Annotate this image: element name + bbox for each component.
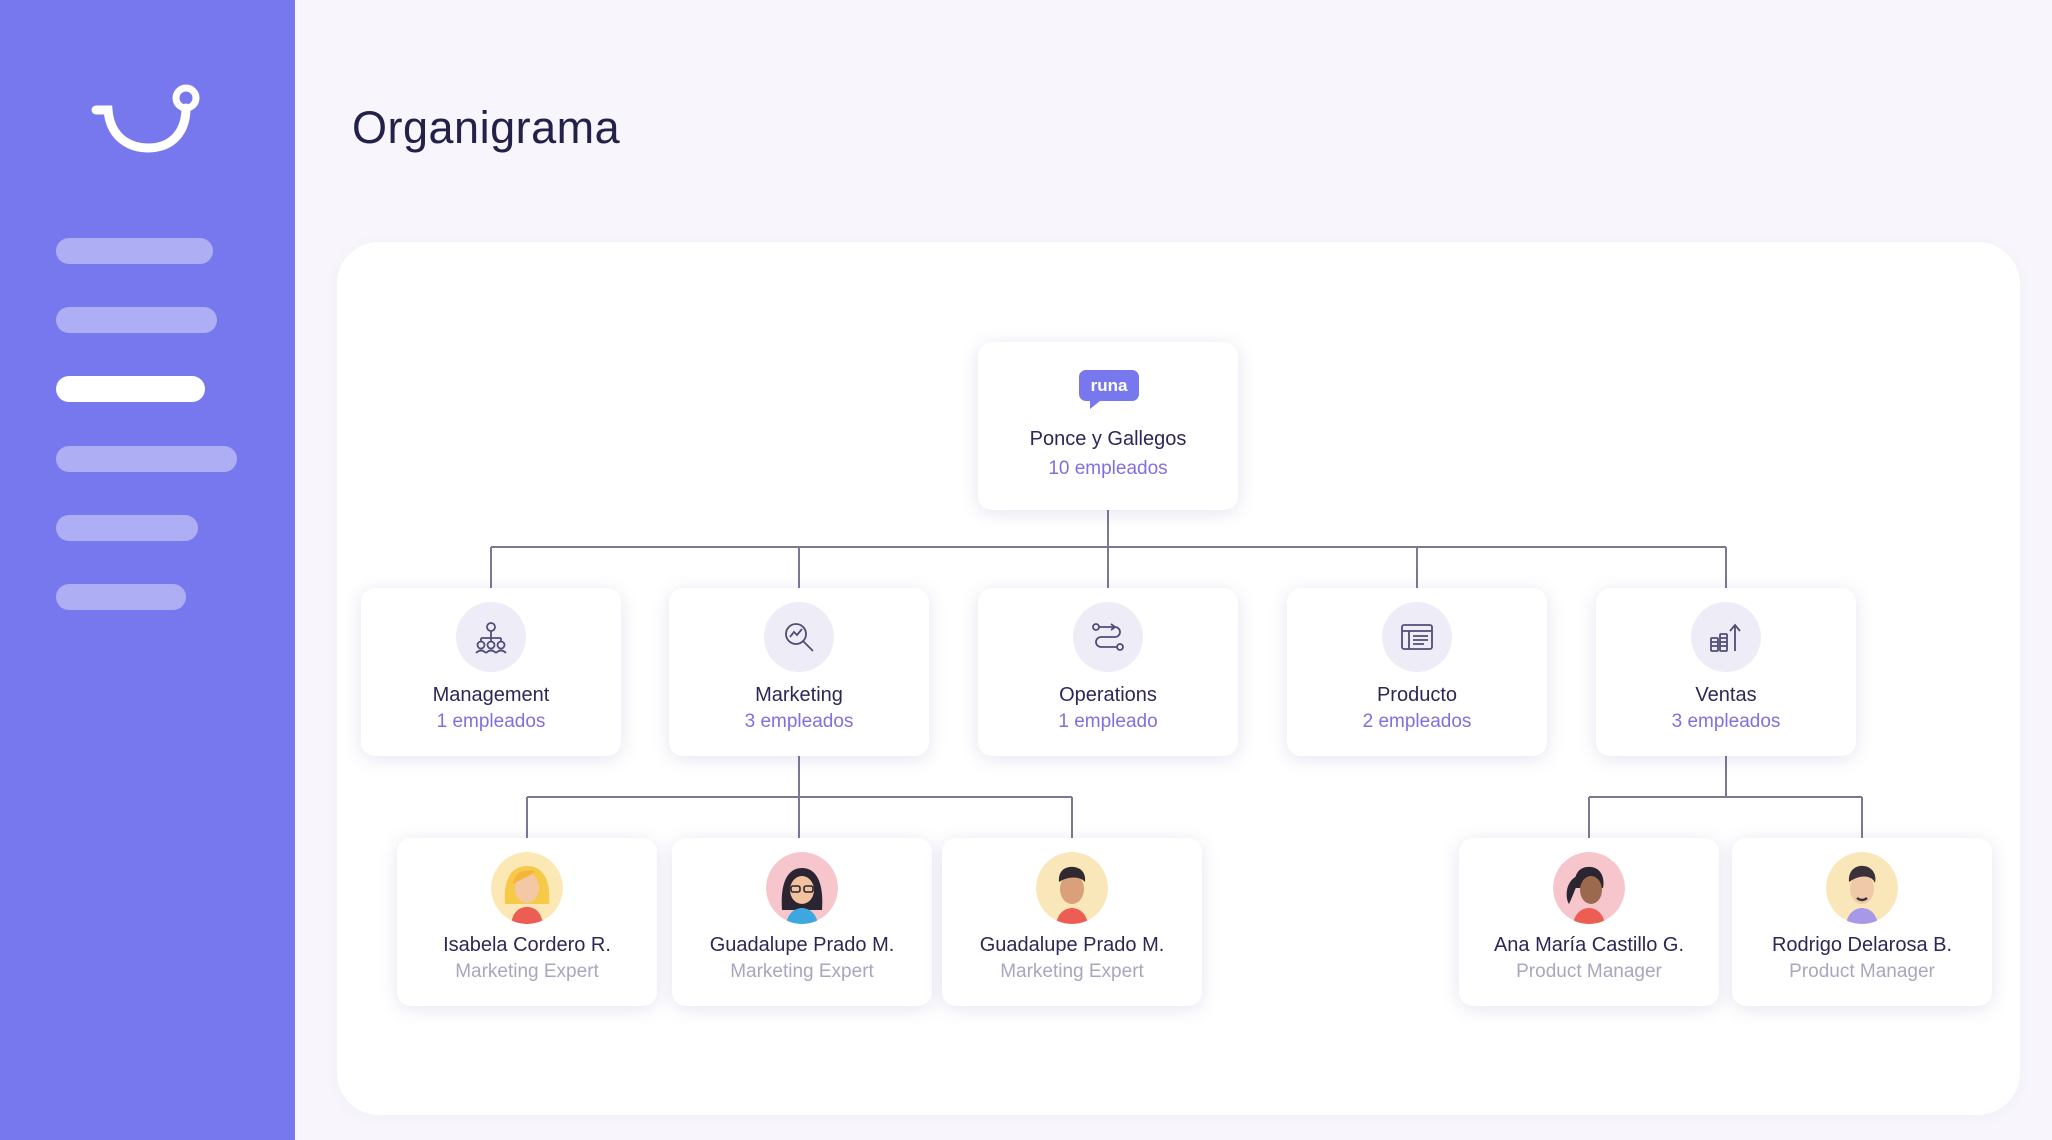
- person-name: Guadalupe Prado M.: [979, 934, 1165, 956]
- page-title: Organigrama: [352, 102, 621, 153]
- org-node-marketing[interactable]: Marketing 3 empleados: [669, 588, 929, 756]
- smile-logo-icon[interactable]: [88, 80, 208, 160]
- org-node-person-rodrigo[interactable]: Rodrigo Delarosa B. Product Manager: [1732, 838, 1992, 1006]
- dept-employee-count: 1 empleado: [1058, 711, 1158, 732]
- person-role: Product Manager: [1516, 961, 1662, 982]
- avatar-man-icon: [1036, 852, 1108, 924]
- sidebar-item-3-active[interactable]: [56, 376, 205, 402]
- chart-magnifier-icon: [764, 602, 834, 672]
- org-node-company[interactable]: runa Ponce y Gallegos 10 empleados: [978, 342, 1238, 510]
- person-name: Isabela Cordero R.: [443, 934, 611, 956]
- person-role: Marketing Expert: [1000, 961, 1144, 982]
- person-role: Product Manager: [1789, 961, 1935, 982]
- sidebar-item-1[interactable]: [56, 238, 213, 264]
- sidebar-item-4[interactable]: [56, 446, 237, 472]
- person-name: Guadalupe Prado M.: [709, 934, 895, 956]
- dept-employee-count: 3 empleados: [1671, 711, 1781, 732]
- org-node-person-ana-maria[interactable]: Ana María Castillo G. Product Manager: [1459, 838, 1719, 1006]
- hierarchy-icon: [456, 602, 526, 672]
- avatar-man-beard-icon: [1826, 852, 1898, 924]
- org-node-person-guadalupe-2[interactable]: Guadalupe Prado M. Marketing Expert: [942, 838, 1202, 1006]
- dept-name: Producto: [1376, 684, 1458, 706]
- sidebar-item-2[interactable]: [56, 307, 217, 333]
- sidebar: [0, 0, 295, 1140]
- dept-employee-count: 1 empleados: [436, 711, 546, 732]
- dept-name: Marketing: [755, 684, 843, 706]
- dept-name: Ventas: [1695, 684, 1757, 706]
- dept-employee-count: 2 empleados: [1362, 711, 1472, 732]
- org-node-management[interactable]: Management 1 empleados: [361, 588, 621, 756]
- browser-window-icon: [1382, 602, 1452, 672]
- avatar-woman-ponytail-icon: [1553, 852, 1625, 924]
- company-employee-count: 10 empleados: [1048, 458, 1168, 479]
- avatar-woman-glasses-icon: [766, 852, 838, 924]
- person-role: Marketing Expert: [455, 961, 599, 982]
- runa-logo-text: runa: [1091, 376, 1128, 395]
- org-node-person-guadalupe-1[interactable]: Guadalupe Prado M. Marketing Expert: [672, 838, 932, 1006]
- avatar-blonde-woman-icon: [491, 852, 563, 924]
- org-node-operations[interactable]: Operations 1 empleado: [978, 588, 1238, 756]
- org-node-person-isabela[interactable]: Isabela Cordero R. Marketing Expert: [397, 838, 657, 1006]
- person-name: Ana María Castillo G.: [1493, 934, 1685, 956]
- org-chart-canvas: runa Ponce y Gallegos 10 empleados Manag…: [337, 242, 2020, 1115]
- sidebar-item-6[interactable]: [56, 584, 186, 610]
- runa-logo-icon: runa: [1079, 370, 1139, 409]
- flow-icon: [1073, 602, 1143, 672]
- company-name: Ponce y Gallegos: [1029, 428, 1187, 450]
- dept-name: Operations: [1059, 684, 1157, 706]
- person-name: Rodrigo Delarosa B.: [1771, 934, 1953, 956]
- org-node-ventas[interactable]: Ventas 3 empleados: [1596, 588, 1856, 756]
- person-role: Marketing Expert: [730, 961, 874, 982]
- dept-name: Management: [432, 684, 550, 706]
- dept-employee-count: 3 empleados: [744, 711, 854, 732]
- sidebar-item-5[interactable]: [56, 515, 198, 541]
- coins-growth-icon: [1691, 602, 1761, 672]
- org-node-producto[interactable]: Producto 2 empleados: [1287, 588, 1547, 756]
